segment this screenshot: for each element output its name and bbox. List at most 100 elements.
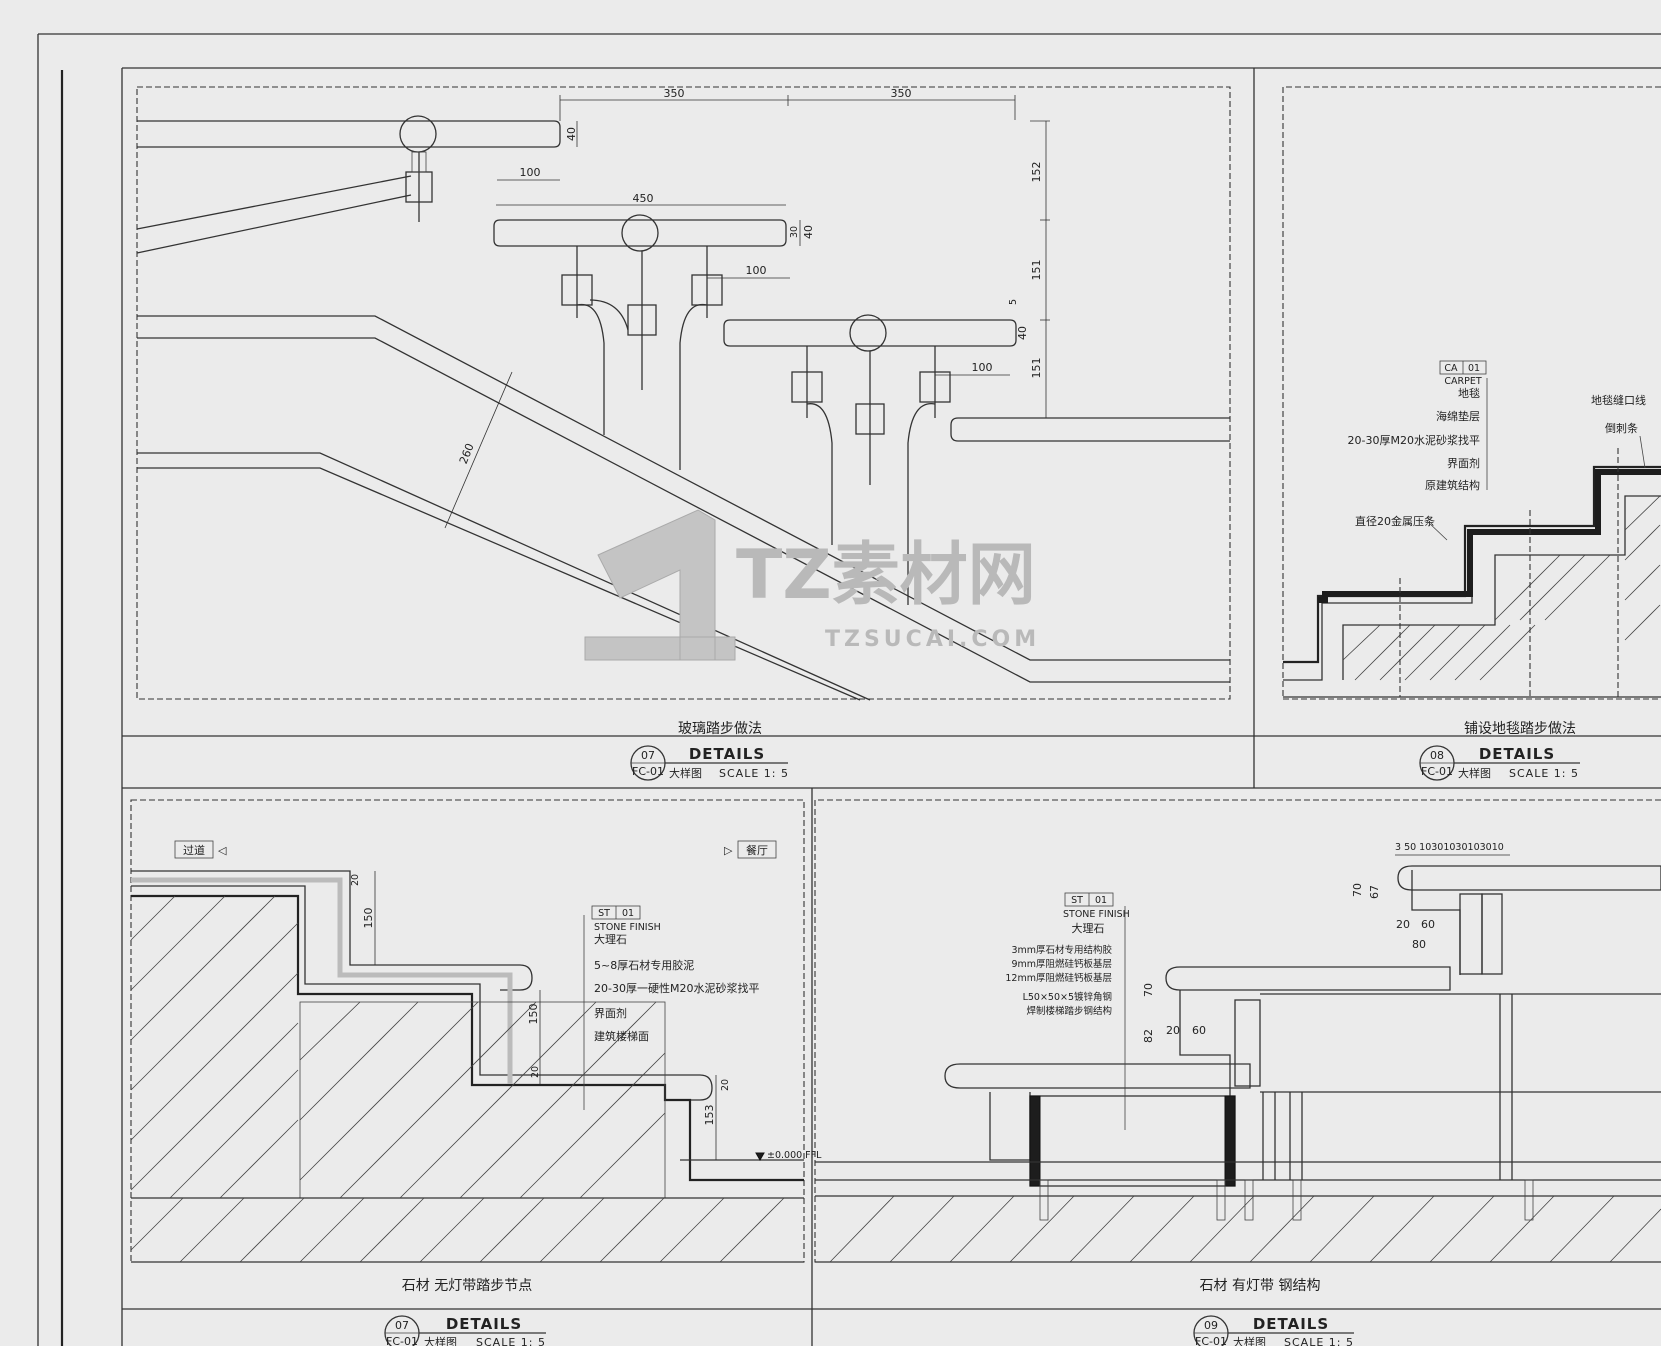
tag-name: CARPET — [1444, 376, 1481, 387]
dim-350-a: 350 — [664, 87, 685, 100]
dim-40-b: 40 — [802, 225, 815, 239]
dim-top-chain: 3 50 10301030103010 — [1395, 842, 1504, 853]
dim-152: 152 — [1030, 162, 1043, 183]
note-2: 海绵垫层 — [1436, 409, 1480, 423]
dim-100-a: 100 — [520, 166, 541, 179]
sub-label: 大样图 — [669, 766, 702, 780]
dim-40-a: 40 — [565, 127, 578, 141]
sheet-ref: FC-01 — [386, 1335, 418, 1346]
tag-number: 01 — [1468, 363, 1480, 374]
dim-5: 5 — [1008, 299, 1019, 305]
left-note: 直径20金属压条 — [1355, 514, 1435, 528]
dim-151-a: 151 — [1030, 260, 1043, 281]
panel-glass-step: 350 350 40 100 450 30 40 100 152 151 151… — [136, 86, 1231, 781]
dim-70-a: 70 — [1351, 883, 1364, 897]
panel-stone-no-light: 过道 ◁ ▷ 餐厅 — [130, 799, 822, 1346]
note-4: 12mm厚阻燃硅钙板基层 — [1005, 972, 1112, 984]
tag-code: ST — [598, 908, 610, 919]
dim-100-c: 100 — [972, 361, 993, 374]
sub-label: 大样图 — [1458, 766, 1491, 780]
right-note-2: 倒刺条 — [1605, 421, 1638, 435]
right-area-tag: 餐厅 — [746, 843, 768, 857]
arrow-left-icon: ◁ — [218, 844, 227, 857]
tag-number: 01 — [622, 908, 634, 919]
panel-title-stone-steel: 石材 有灯带 钢结构 — [1200, 1278, 1321, 1294]
note-1: 大理石 — [594, 932, 627, 946]
tag-number: 01 — [1095, 895, 1107, 906]
hatch-carpet — [1342, 495, 1661, 681]
note-3: 9mm厚阻燃硅钙板基层 — [1011, 958, 1112, 970]
arrow-right-icon: ▷ — [724, 844, 733, 857]
dim-82: 82 — [1142, 1029, 1155, 1043]
details-label: DETAILS — [446, 1315, 522, 1333]
note-6: 焊制楼梯踏步钢结构 — [1026, 1005, 1112, 1017]
panel-title-carpet-step: 铺设地毯踏步做法 — [1464, 721, 1576, 737]
note-5: L50×50×5镀锌角钢 — [1023, 991, 1112, 1003]
fitting-group-2 — [791, 346, 951, 605]
dim-153: 153 — [703, 1105, 716, 1126]
panel-stone-steel: ST 01 STONE FINISH 大理石 3mm厚石材专用结构胶 9mm厚阻… — [814, 799, 1661, 1346]
right-note-1: 地毯缝口线 — [1591, 393, 1646, 407]
sub-label: 大样图 — [424, 1335, 457, 1346]
tag-code: ST — [1071, 895, 1083, 906]
scale-label: SCALE 1: 5 — [719, 767, 789, 780]
details-label: DETAILS — [689, 745, 765, 763]
panel-title-stone-no-light: 石材 无灯带踏步节点 — [402, 1278, 532, 1294]
tag-name: STONE FINISH — [1063, 909, 1130, 920]
detail-number: 07 — [395, 1319, 409, 1332]
detail-number: 08 — [1430, 749, 1444, 762]
sheet-ref: FC-01 — [1421, 765, 1453, 778]
detail-number: 07 — [641, 749, 655, 762]
scale-label: SCALE 1: 5 — [1284, 1336, 1354, 1346]
sub-label: 大样图 — [1233, 1335, 1266, 1346]
dim-67: 67 — [1368, 885, 1381, 899]
details-label: DETAILS — [1253, 1315, 1329, 1333]
dim-60-b: 60 — [1192, 1024, 1206, 1037]
hatch-stone-steel — [829, 1195, 1661, 1263]
dim-350-b: 350 — [891, 87, 912, 100]
note-1: 大理石 — [1072, 921, 1105, 935]
sheet-ref: FC-01 — [1195, 1335, 1227, 1346]
dim-80: 80 — [1412, 938, 1426, 951]
dim-150-b: 150 — [527, 1004, 540, 1025]
watermark: TZ素材网 TZSUCAI.COM — [584, 509, 1040, 661]
fitting-group-1 — [561, 246, 723, 470]
note-1: 地毯 — [1458, 386, 1480, 400]
tag-name: STONE FINISH — [594, 922, 661, 933]
dim-20-b: 20 — [530, 1066, 541, 1078]
watermark-url: TZSUCAI.COM — [825, 627, 1040, 652]
watermark-logo-icon — [584, 509, 736, 661]
panel-carpet-step: CA 01 CARPET 地毯 海绵垫层 20-30厚M20水泥砂浆找平 界面剂… — [1282, 86, 1661, 781]
hatch-stone-no-light — [130, 895, 785, 1263]
dim-20-a: 20 — [350, 874, 361, 886]
ffl-label: ±0.000 FFL — [767, 1150, 822, 1161]
dim-20-a: 20 — [1396, 918, 1410, 931]
dim-70-b: 70 — [1142, 983, 1155, 997]
watermark-brand: TZ素材网 — [736, 536, 1036, 615]
dim-40-c: 40 — [1016, 326, 1029, 340]
note-2: 5~8厚石材专用胶泥 — [594, 958, 694, 972]
dim-151-b: 151 — [1030, 358, 1043, 379]
details-label: DETAILS — [1479, 745, 1555, 763]
panel-title-glass-step: 玻璃踏步做法 — [678, 720, 762, 737]
dim-450: 450 — [633, 192, 654, 205]
note-2: 3mm厚石材专用结构胶 — [1011, 944, 1112, 956]
dim-100-b: 100 — [746, 264, 767, 277]
scale-label: SCALE 1: 5 — [476, 1336, 546, 1346]
dim-150-a: 150 — [362, 908, 375, 929]
dim-20-b: 20 — [1166, 1024, 1180, 1037]
sheet-frame — [37, 33, 1661, 1346]
dim-260: 260 — [457, 442, 477, 466]
tag-code: CA — [1444, 363, 1458, 374]
note-3: 20-30厚M20水泥砂浆找平 — [1348, 433, 1480, 447]
note-5: 建筑楼梯面 — [594, 1029, 649, 1043]
detail-number: 09 — [1204, 1319, 1218, 1332]
anchor-bolts — [1039, 1179, 1534, 1221]
dim-20-c: 20 — [720, 1079, 731, 1091]
dim-30: 30 — [789, 226, 800, 238]
sheet-ref: FC-01 — [632, 765, 664, 778]
note-3: 20-30厚一硬性M20水泥砂浆找平 — [594, 981, 759, 995]
note-5: 原建筑结构 — [1425, 478, 1480, 492]
scale-label: SCALE 1: 5 — [1509, 767, 1579, 780]
